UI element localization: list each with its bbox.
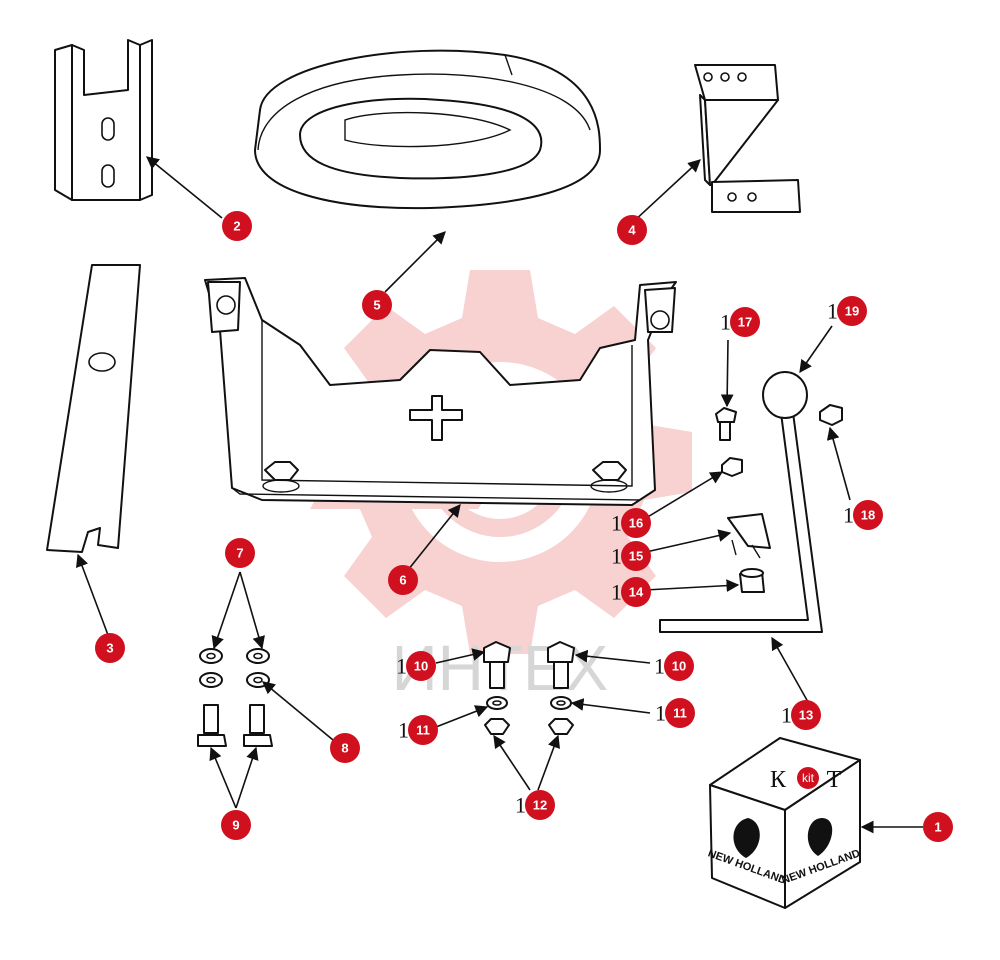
callout-19: 1 19 [827, 296, 867, 326]
svg-text:9: 9 [232, 818, 239, 833]
part-7-8-washers [199, 648, 270, 688]
part-17-bolt [715, 407, 737, 441]
svg-text:8: 8 [341, 741, 348, 756]
kit-letter-right: Т [827, 767, 842, 793]
svg-text:1: 1 [827, 299, 838, 324]
part-18-nut [819, 404, 843, 426]
part-16-nut [721, 457, 743, 477]
callout-5: 5 [362, 290, 392, 320]
callout-15: 1 15 [611, 541, 651, 571]
leaf-logo-left [733, 818, 760, 858]
svg-text:1: 1 [611, 511, 622, 536]
part-14-cap [739, 568, 765, 593]
svg-text:17: 17 [738, 315, 752, 330]
svg-text:5: 5 [373, 298, 380, 313]
callout-6: 6 [388, 565, 418, 595]
svg-text:16: 16 [629, 516, 643, 531]
callout-9: 9 [221, 810, 251, 840]
part-10-11-12-bolt-set [483, 641, 575, 735]
part-1-kit-box: К Т kit NEW HOLLAND NEW HOLLAND [706, 737, 862, 909]
part-3-flat-bar [46, 264, 141, 553]
part-9-bolts [197, 704, 273, 747]
callout-17: 1 17 [720, 307, 760, 337]
svg-text:1: 1 [515, 793, 526, 818]
svg-text:1: 1 [781, 703, 792, 728]
svg-text:1: 1 [654, 654, 665, 679]
svg-text:6: 6 [399, 573, 406, 588]
svg-text:1: 1 [934, 820, 941, 835]
callout-12: 1 12 [515, 790, 555, 820]
callout-11-left: 1 11 [398, 715, 438, 745]
part-15-clip [727, 513, 771, 559]
svg-text:15: 15 [629, 549, 643, 564]
callout-8: 8 [330, 733, 360, 763]
svg-text:1: 1 [843, 503, 854, 528]
svg-text:10: 10 [414, 659, 428, 674]
svg-text:3: 3 [106, 641, 113, 656]
callout-1: 1 [923, 812, 953, 842]
part-13-lever-rod [659, 389, 823, 633]
svg-text:11: 11 [673, 706, 687, 721]
kit-letter-left: К [770, 767, 787, 793]
leader-lines [76, 156, 923, 834]
svg-text:1: 1 [398, 718, 409, 743]
kit-badge-label: kit [802, 771, 815, 785]
callout-14: 1 14 [611, 577, 651, 607]
part-19-knob [762, 371, 808, 419]
kit-badge-circle [797, 767, 819, 789]
callout-18: 1 18 [843, 500, 883, 530]
svg-text:4: 4 [628, 223, 636, 238]
callout-10-right: 1 10 [654, 651, 694, 681]
svg-text:12: 12 [533, 798, 547, 813]
callout-16: 1 16 [611, 508, 651, 538]
svg-text:18: 18 [861, 508, 875, 523]
part-5-seal-strip [254, 49, 601, 210]
leaf-logo-right [807, 818, 833, 856]
callout-2: 2 [222, 211, 252, 241]
svg-text:1: 1 [396, 654, 407, 679]
part-4-z-bracket [694, 64, 801, 213]
callout-4: 4 [617, 215, 647, 245]
svg-text:14: 14 [629, 585, 644, 600]
callout-11-right: 1 11 [655, 698, 695, 728]
svg-text:1: 1 [655, 701, 666, 726]
svg-text:1: 1 [611, 544, 622, 569]
callout-13: 1 13 [781, 700, 821, 730]
part-2-u-bracket [54, 39, 153, 201]
svg-text:2: 2 [233, 219, 240, 234]
callout-3: 3 [95, 633, 125, 663]
svg-text:19: 19 [845, 304, 859, 319]
svg-text:1: 1 [720, 310, 731, 335]
svg-text:11: 11 [416, 723, 430, 738]
svg-text:7: 7 [236, 546, 243, 561]
svg-text:10: 10 [672, 659, 686, 674]
svg-text:1: 1 [611, 580, 622, 605]
svg-text:13: 13 [799, 708, 813, 723]
callout-7: 7 [225, 538, 255, 568]
part-6-mount-bracket [204, 277, 677, 506]
callout-10-left: 1 10 [396, 651, 436, 681]
